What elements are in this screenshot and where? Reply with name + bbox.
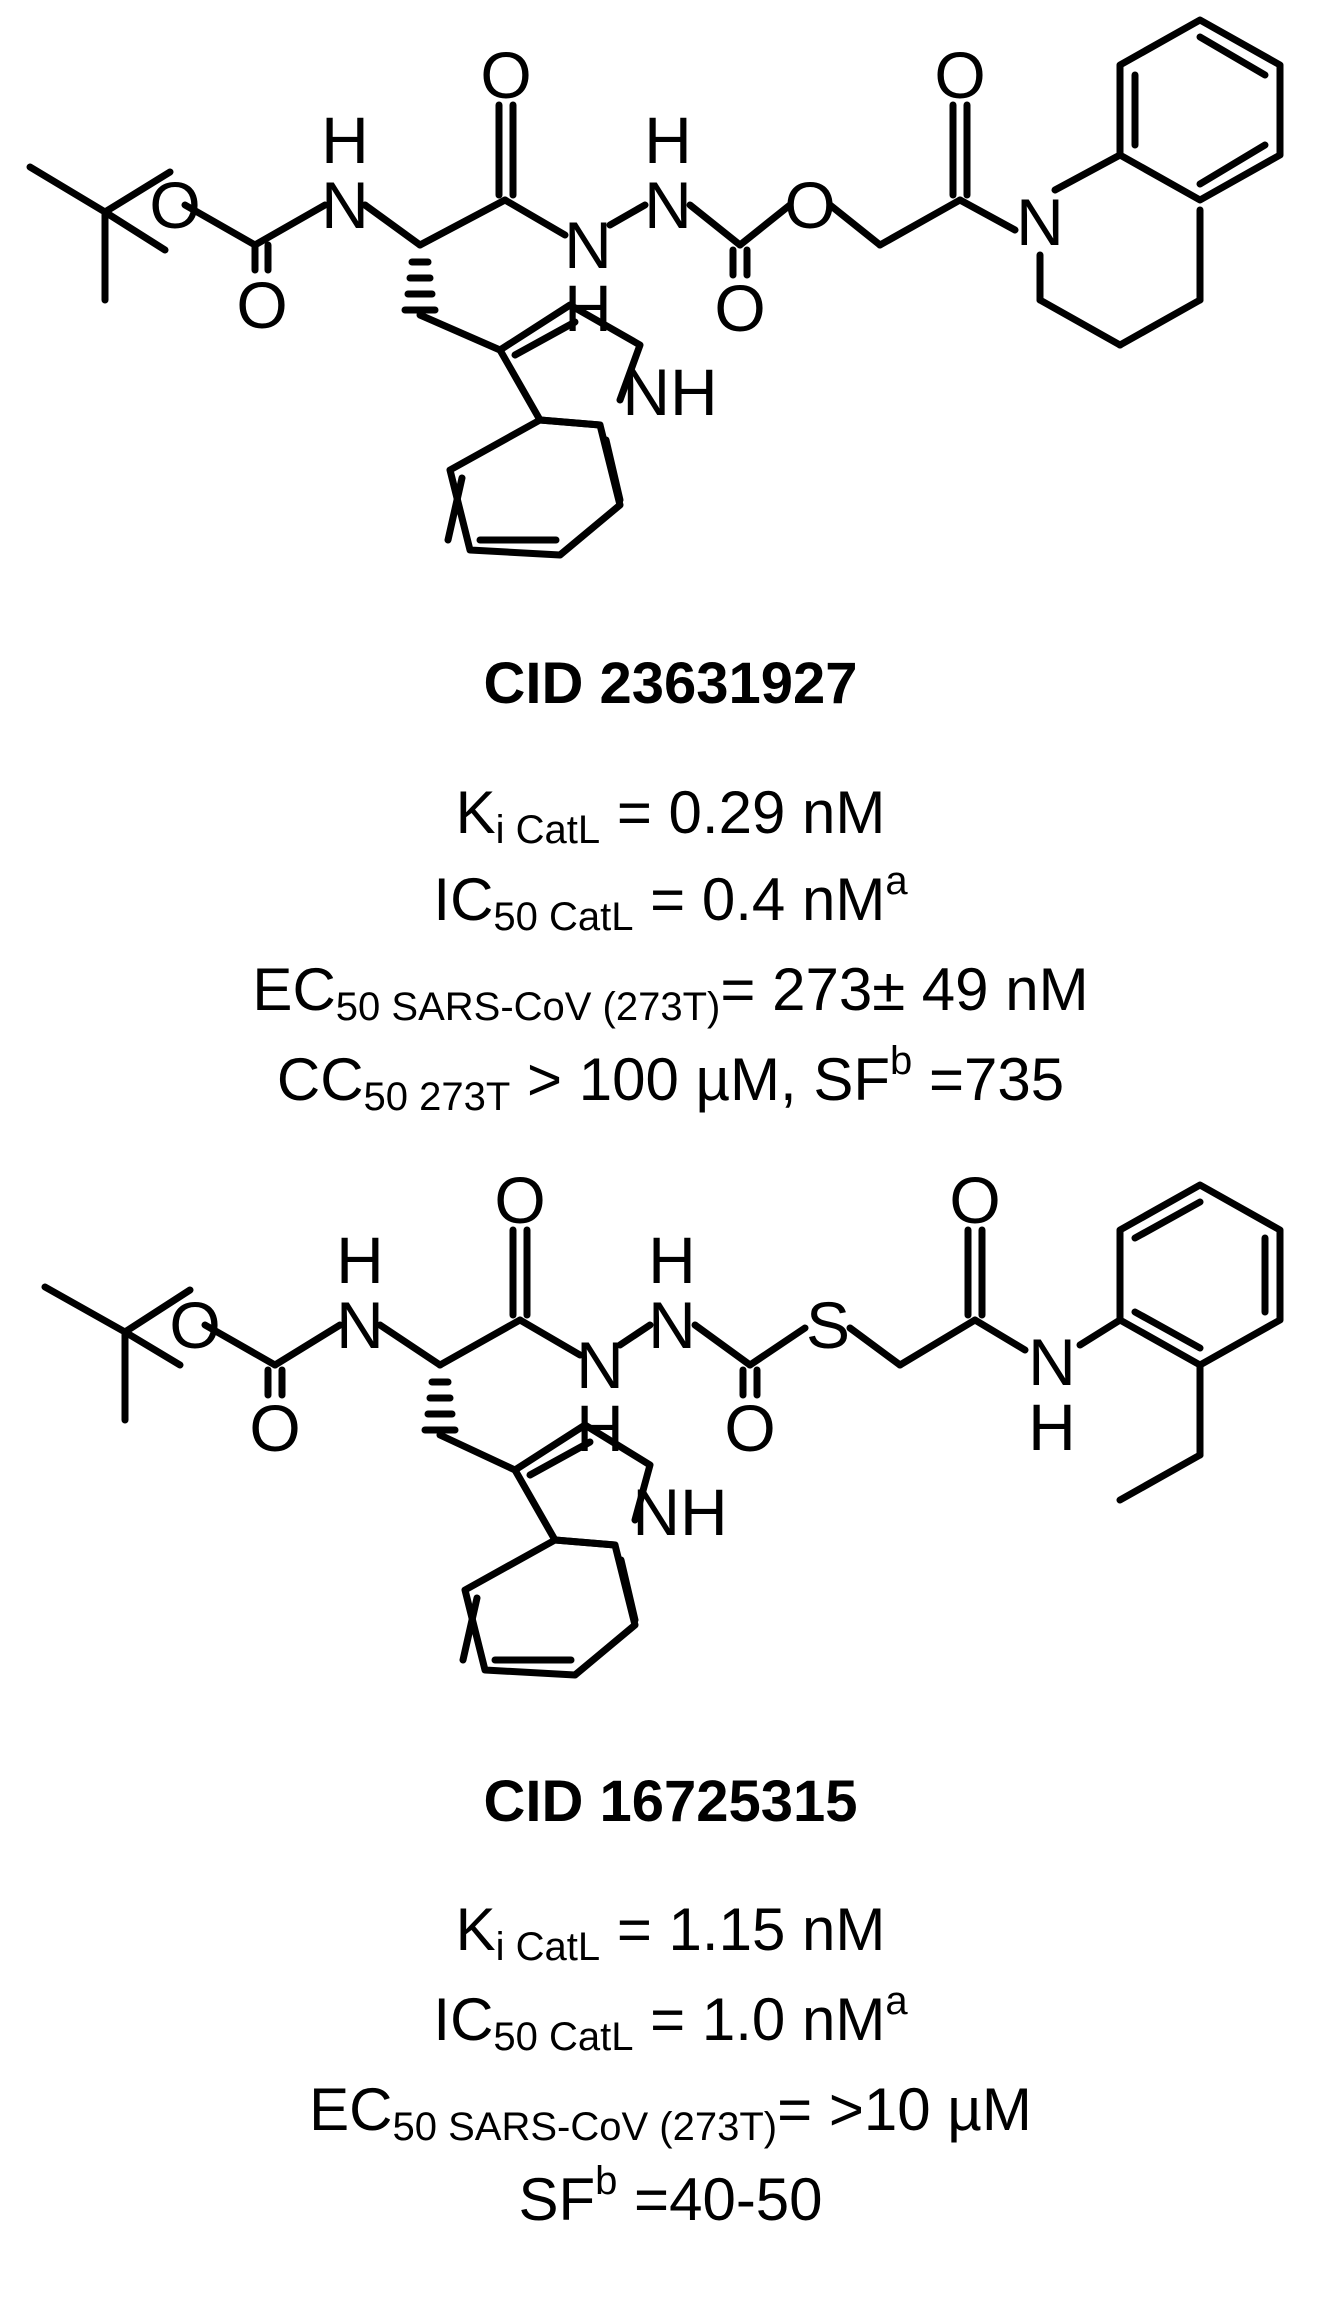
atom-label: O <box>784 168 835 242</box>
ki-catl-2: Ki CatL = 1.15 nM <box>455 1896 886 1969</box>
atom-label: O <box>934 38 985 112</box>
atom-label: N <box>1028 1325 1076 1399</box>
ec50-sars-2: EC50 SARS-CoV (273T)= >10 µM <box>309 2076 1032 2149</box>
atom-label: H <box>576 1391 624 1465</box>
ec50-sars-1: EC50 SARS-CoV (273T)= 273± 49 nM <box>252 956 1089 1029</box>
compound-id-2: CID 16725315 <box>483 1769 858 1834</box>
atom-label: N <box>564 208 612 282</box>
atom-label: O <box>236 268 287 342</box>
ki-catl-1: Ki CatL = 0.29 nM <box>455 779 886 852</box>
atom-label: H <box>321 103 369 177</box>
atom-label: N <box>336 1288 384 1362</box>
atom-label: H <box>1028 1390 1076 1464</box>
atom-label: O <box>480 38 531 112</box>
atom-label: O <box>494 1163 545 1237</box>
atom-label: O <box>169 1288 220 1362</box>
atom-label: H <box>336 1223 384 1297</box>
cc50-sf-1: CC50 273T > 100 µM, SFb =735 <box>276 1039 1065 1119</box>
atom-label: NH <box>632 1475 727 1549</box>
atom-label: N <box>1016 185 1064 259</box>
atom-label: O <box>249 1391 300 1465</box>
atom-label: H <box>644 103 692 177</box>
atom-label: S <box>806 1288 850 1362</box>
atom-label: N <box>576 1328 624 1402</box>
atom-label: N <box>644 168 692 242</box>
atom-label: O <box>714 271 765 345</box>
atom-label: N <box>648 1288 696 1362</box>
atom-label: NH <box>622 355 717 429</box>
structure-cid-16725315: O N H O O N H N H O S O N H NH <box>41 1163 1284 1679</box>
atom-label: O <box>149 168 200 242</box>
compound-id-1: CID 23631927 <box>483 651 858 716</box>
atom-label: N <box>321 168 369 242</box>
atom-label: H <box>648 1223 696 1297</box>
ic50-catl-2: IC50 CatL = 1.0 nMa <box>433 1979 908 2059</box>
sf-2: SFb =40-50 <box>518 2159 823 2233</box>
atom-label: O <box>949 1163 1000 1237</box>
ic50-catl-1: IC50 CatL = 0.4 nMa <box>433 859 908 939</box>
atom-label: O <box>724 1391 775 1465</box>
structure-cid-23631927: O N H O O N H N H O O O N NH <box>26 16 1284 559</box>
atom-label: H <box>564 271 612 345</box>
